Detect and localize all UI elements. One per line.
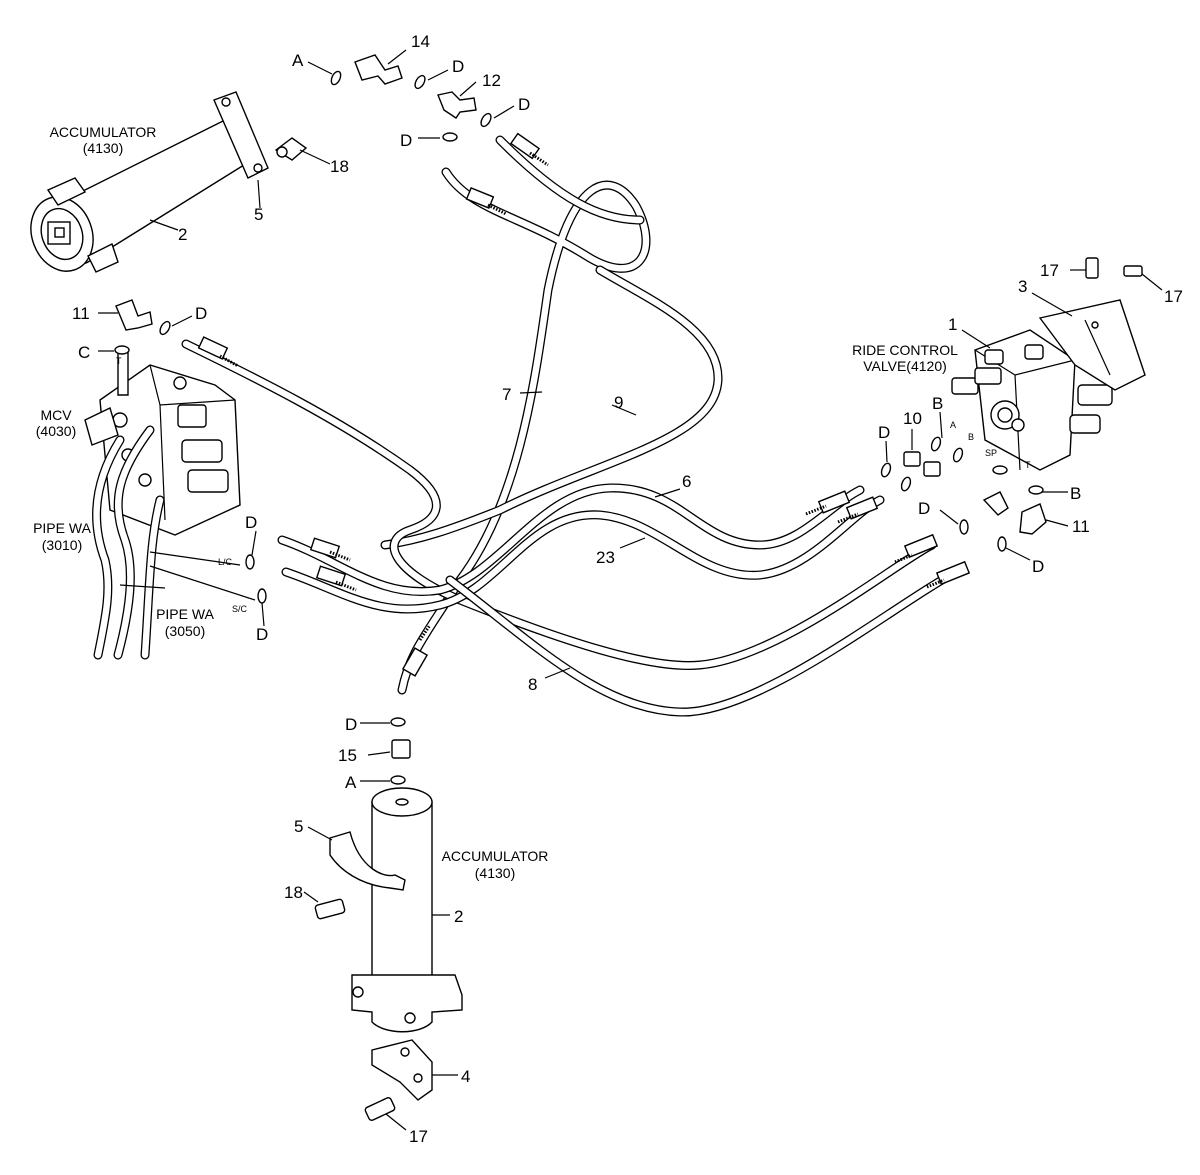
seal-label-d-9: D [1032,557,1044,576]
hose-7 [397,167,651,695]
accumulator-top-code: (4130) [83,140,123,156]
part-label-18-bottom: 18 [284,883,303,902]
part-label-7: 7 [502,385,511,404]
seal-rings [114,70,1044,785]
part-label-12: 12 [482,71,501,90]
seal-label-d-5: D [245,513,257,532]
fitting-18-top [274,137,308,161]
seal-label-d-1: D [452,57,464,76]
seal-label-d-4: D [195,304,207,323]
fitting-12 [437,91,477,119]
part-number-labels: 1 2 2 3 4 5 5 6 7 8 9 10 11 11 12 14 15 … [72,32,1183,1146]
part-label-11-right: 11 [1072,517,1090,536]
seal-label-d-7: D [878,423,890,442]
ride-control-valve-code: VALVE(4120) [863,358,947,374]
part-label-17-top-right: 17 [1164,287,1183,306]
part-label-6: 6 [682,472,691,491]
part-label-11-left: 11 [72,304,90,323]
port-marks: T A B SP T L/C S/C [116,356,1031,614]
pipe-wa-3010-name: PIPE WA [33,520,91,536]
fitting-18-bottom [314,898,346,920]
part-label-5-top: 5 [254,205,263,224]
fitting-17-top [1085,257,1143,279]
hose-8 [445,565,965,717]
mcv-valve [84,349,241,536]
leader-lines [98,49,1163,1131]
port-mark-a-rcv: A [950,420,956,430]
port-mark-b-rcv: B [968,432,974,442]
part-label-2-bottom: 2 [454,907,463,926]
hose-9 [380,135,723,550]
hose-ferrules [197,132,971,677]
part-label-15: 15 [338,746,357,765]
hose-6 [277,483,865,596]
seal-label-d-2: D [518,95,530,114]
part-label-10: 10 [903,409,922,428]
hose-long-mcv [181,339,937,671]
fitting-14 [354,54,403,85]
part-label-2-top: 2 [178,225,187,244]
pipe-wa-3050-code: (3050) [165,623,205,639]
port-mark-lc: L/C [218,557,233,567]
accumulator-top-name: ACCUMULATOR [50,124,157,140]
port-mark-sc: S/C [232,604,248,614]
seal-label-d-3: D [400,131,412,150]
part-label-4: 4 [461,1067,470,1086]
part-label-1: 1 [948,315,957,334]
part-label-8: 8 [528,675,537,694]
fitting-17-bottom [364,1097,396,1121]
fitting-10 [903,451,941,477]
part-label-18-top: 18 [330,157,349,176]
seal-label-a-top: A [292,51,304,70]
ride-control-valve [951,299,1146,471]
seal-label-d-6: D [256,625,268,644]
seal-label-a-bottom: A [345,773,357,792]
part-label-17-bottom: 17 [409,1127,428,1146]
pipe-wa-assembly [92,425,256,660]
mcv-name: MCV [40,407,72,423]
part-label-9: 9 [614,393,623,412]
seal-label-d-8: D [918,499,930,518]
part-label-23: 23 [596,548,615,567]
accumulator-bottom [329,787,463,1101]
seal-label-d-10: D [345,715,357,734]
port-mark-sp-rcv: SP [985,448,997,458]
hose-23 [281,495,885,614]
seal-letter-labels: A A B B C D D D D D D D D D D [78,51,1081,792]
seal-label-b-lower: B [1070,484,1081,503]
fitting-11-right [982,491,1047,535]
part-label-5-bottom: 5 [294,817,303,836]
fitting-15 [391,739,411,759]
mcv-code: (4030) [36,423,76,439]
port-mark-t-rcv: T [1025,460,1031,470]
part-label-17-top-left: 17 [1040,261,1059,280]
fitting-11-left [115,299,153,331]
pipe-wa-3050-name: PIPE WA [156,606,214,622]
seal-label-c: C [78,343,90,362]
part-label-3: 3 [1018,277,1027,296]
seal-label-b-upper: B [932,394,943,413]
ride-control-valve-name: RIDE CONTROL [852,342,958,358]
component-labels: ACCUMULATOR (4130) ACCUMULATOR (4130) RI… [33,124,958,881]
accumulator-bottom-code: (4130) [475,865,515,881]
accumulator-top [30,91,269,273]
accumulator-bottom-name: ACCUMULATOR [442,848,549,864]
port-mark-t-mcv: T [116,356,122,366]
part-label-14: 14 [411,32,430,51]
pipe-wa-3010-code: (3010) [42,537,82,553]
